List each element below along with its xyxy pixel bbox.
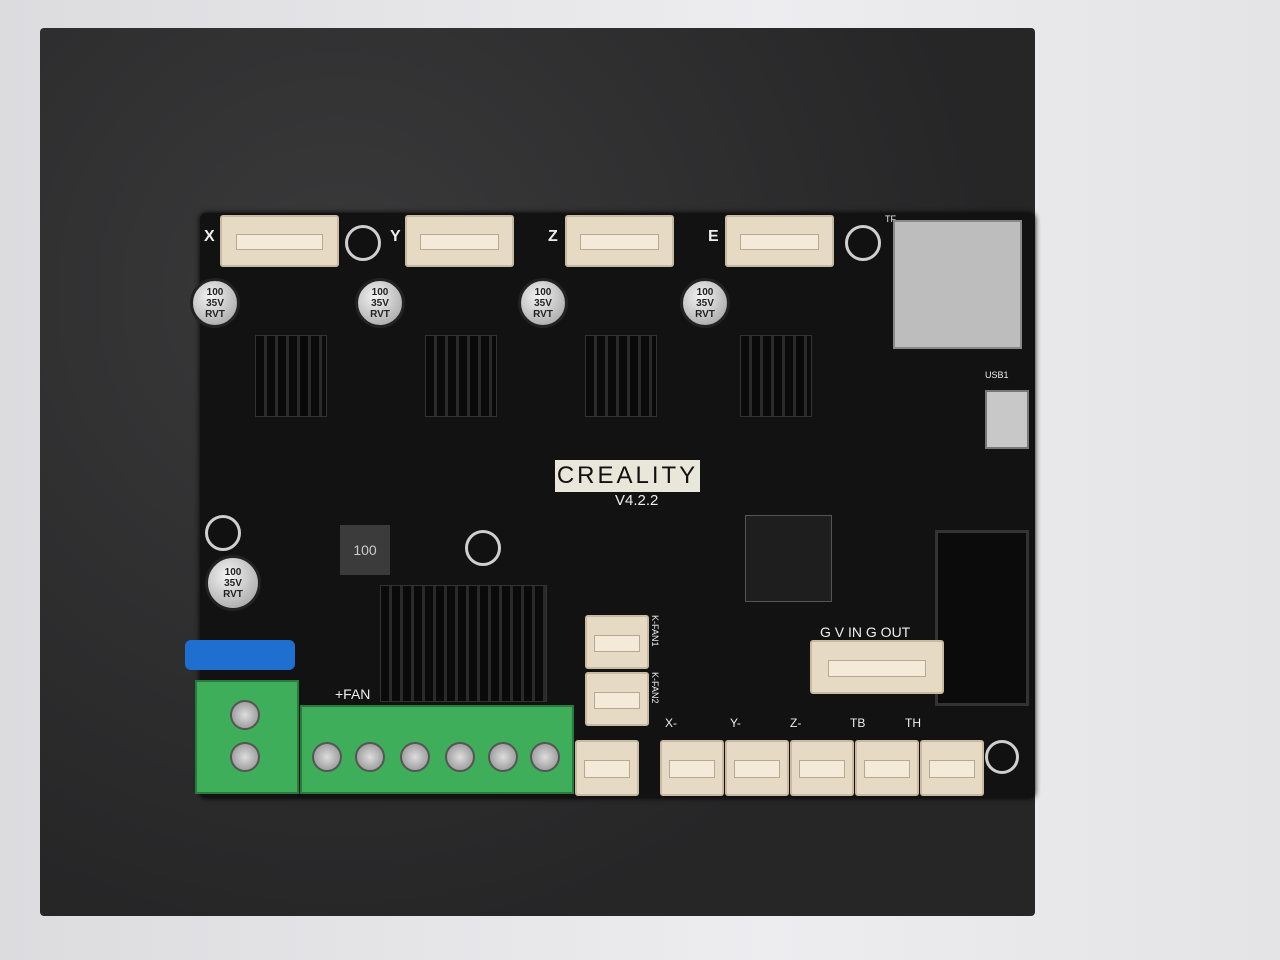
endstop-connector: [725, 740, 789, 796]
thermistor-label: TH: [905, 716, 921, 730]
power-terminal-block: [195, 680, 299, 794]
usb-label: USB1: [985, 370, 1009, 380]
fan-label: +FAN: [335, 686, 371, 702]
blade-fuse: [185, 640, 295, 670]
usb-port[interactable]: [985, 390, 1029, 449]
thermistor-label: TB: [850, 716, 866, 730]
capacitor: 100 35V RVT: [190, 278, 240, 328]
endstop-label: Z-: [790, 716, 802, 730]
capacitor: 100 35V RVT: [518, 278, 568, 328]
stepper-heatsink: [585, 335, 657, 417]
stepper-heatsink: [425, 335, 497, 417]
endstop-connector: [575, 740, 639, 796]
microcontroller-chip: [745, 515, 832, 602]
mounting-hole: [465, 530, 501, 566]
terminal-screw: [230, 700, 260, 730]
sd-label: TF: [885, 214, 896, 224]
capacitor: 100 35V RVT: [680, 278, 730, 328]
bltouch-connector: [810, 640, 944, 694]
axis-label: Y: [390, 228, 401, 245]
terminal-screw: [230, 742, 260, 772]
endstop-connector: [660, 740, 724, 796]
stepper-heatsink: [740, 335, 812, 417]
axis-label: E: [708, 228, 719, 245]
terminal-screw: [530, 742, 560, 772]
kfan2-label: K-FAN2: [650, 672, 660, 704]
thermistor-connector: [790, 740, 854, 796]
terminal-screw: [488, 742, 518, 772]
terminal-screw: [355, 742, 385, 772]
version-label: V4.2.2: [615, 492, 659, 509]
probe-header-label: G V IN G OUT: [820, 624, 911, 640]
mounting-hole: [205, 515, 241, 551]
brand-logo: CREALITY: [555, 460, 700, 492]
kfan1-connector: [585, 615, 649, 669]
z-motor-connector: [565, 215, 674, 267]
endstop-label: Y-: [730, 716, 741, 730]
thermistor-connector: [920, 740, 984, 796]
capacitor: 100 35V RVT: [205, 555, 261, 611]
inductor: 100: [340, 525, 390, 575]
kfan2-connector: [585, 672, 649, 726]
kfan1-label: K-FAN1: [650, 615, 660, 647]
sd-card-slot[interactable]: [893, 220, 1022, 349]
terminal-screw: [445, 742, 475, 772]
endstop-label: X-: [665, 716, 677, 730]
terminal-screw: [400, 742, 430, 772]
thermistor-connector: [855, 740, 919, 796]
e-motor-connector: [725, 215, 834, 267]
mounting-hole: [345, 225, 381, 261]
x-motor-connector: [220, 215, 339, 267]
axis-label: X: [204, 228, 215, 245]
mounting-hole: [985, 740, 1019, 774]
axis-label: Z: [548, 228, 558, 245]
mounting-hole: [845, 225, 881, 261]
terminal-screw: [312, 742, 342, 772]
mosfet-heatsink: [380, 585, 547, 702]
output-terminal-block: [300, 705, 574, 794]
capacitor: 100 35V RVT: [355, 278, 405, 328]
stepper-heatsink: [255, 335, 327, 417]
y-motor-connector: [405, 215, 514, 267]
display-header: [935, 530, 1029, 706]
